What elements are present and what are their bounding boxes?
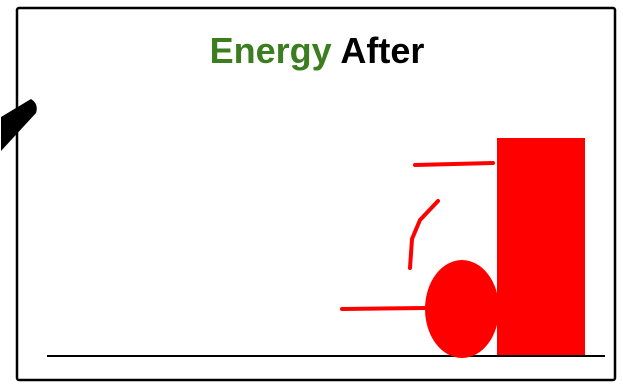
title-word-after: After: [340, 30, 424, 71]
energy-ellipse: [425, 260, 499, 358]
slide-title: Energy After: [210, 30, 425, 71]
energy-bar: [497, 138, 585, 355]
lower-horizontal-stroke: [342, 308, 426, 309]
title-word-energy: Energy: [210, 30, 332, 71]
upper-horizontal-stroke: [415, 163, 493, 165]
